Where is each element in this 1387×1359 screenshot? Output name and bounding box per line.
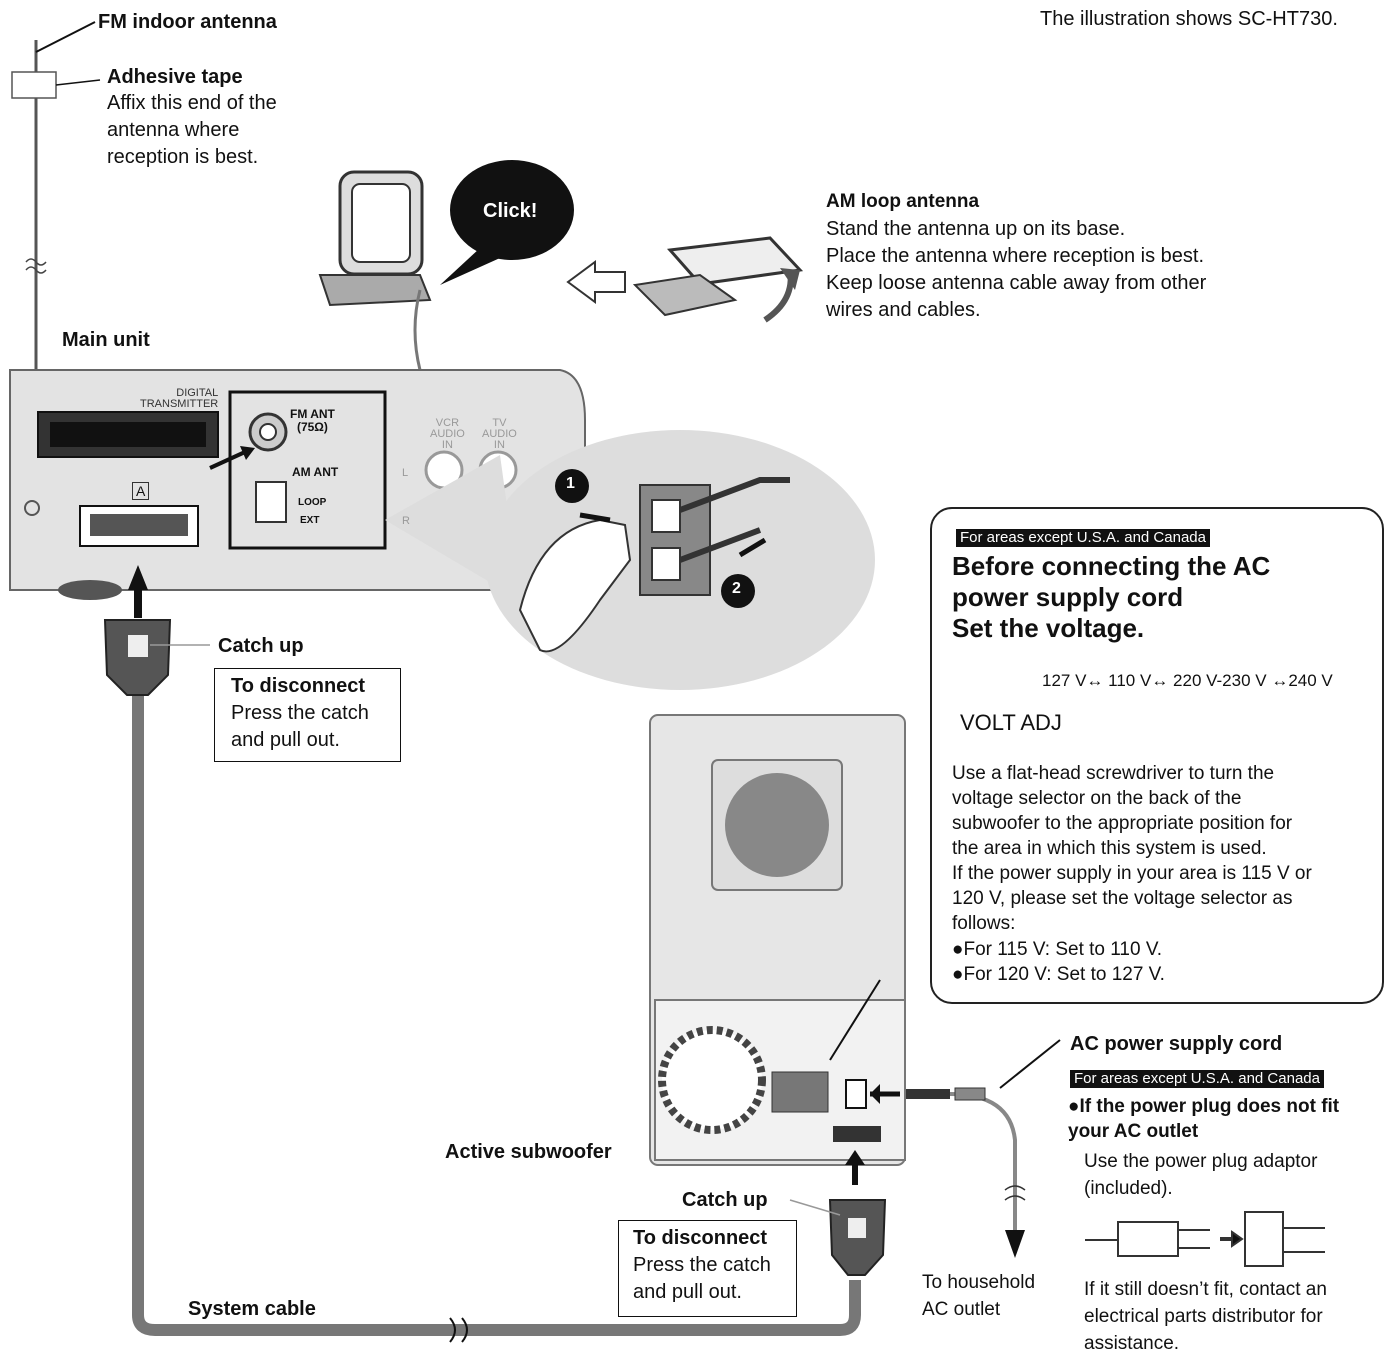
terminal-a-label: A	[132, 482, 150, 500]
voltage-area-tag: For areas except U.S.A. and Canada	[956, 529, 1210, 547]
system-cable-label: System cable	[188, 1298, 316, 1320]
ac-cord-title: AC power supply cord	[1070, 1033, 1283, 1055]
voltage-heading: Before connecting the AC power supply co…	[952, 551, 1271, 643]
disconnect-text-bottom: Press the catch and pull out.	[633, 1254, 771, 1303]
disconnect-text-top: Press the catch and pull out.	[231, 702, 369, 751]
adhesive-tape-desc: Affix this end of the antenna where rece…	[107, 92, 277, 168]
tv-audio-in-label: TV AUDIO IN	[482, 417, 517, 451]
click-bubble	[440, 160, 574, 285]
ac-bullet-text: Use the power plug adaptor (included).	[1084, 1151, 1318, 1199]
system-plug-bottom	[789, 1199, 887, 1276]
digital-transmitter-label: DIGITAL TRANSMITTER	[140, 387, 219, 410]
disconnect-box-top: To disconnect Press the catch and pull o…	[214, 668, 401, 762]
subwoofer-label: Active subwoofer	[445, 1141, 612, 1163]
am-antenna-title: AM loop antenna	[826, 191, 980, 212]
am-antenna-desc: Stand the antenna up on its base. Place …	[826, 218, 1207, 321]
disconnect-title-top: To disconnect	[231, 675, 366, 697]
fm-ant-label: FM ANT (75Ω)	[290, 407, 335, 434]
voltage-setting-panel: For areas except U.S.A. and Canada Befor…	[930, 507, 1384, 1004]
voltage-bullet-1: ●For 115 V: Set to 110 V.	[952, 939, 1163, 960]
step-2-badge: 2	[732, 580, 741, 597]
voltage-scale: 127 V↔ 110 V↔ 220 V-230 V ↔240 V	[1042, 671, 1333, 690]
voltage-bullet-2: ●For 120 V: Set to 127 V.	[952, 964, 1165, 985]
am-antenna-folded	[632, 236, 804, 323]
outlet-label: To household AC outlet	[922, 1272, 1036, 1320]
l-label: L	[402, 467, 409, 479]
am-loop-antenna	[318, 170, 432, 522]
ac-cord	[949, 1039, 1061, 1258]
system-cable	[132, 690, 861, 1336]
volt-adj-label: VOLT ADJ	[960, 710, 1062, 735]
ext-label: EXT	[300, 515, 320, 526]
system-plug-top	[103, 565, 210, 696]
click-label: Click!	[483, 200, 538, 222]
step-1-badge: 1	[566, 475, 575, 492]
subwoofer	[649, 714, 950, 1185]
voltage-body-text: Use a flat-head screwdriver to turn the …	[952, 763, 1312, 934]
adhesive-tape-title: Adhesive tape	[107, 66, 243, 88]
main-unit-label: Main unit	[62, 329, 150, 351]
catch-up-label-bottom: Catch up	[682, 1189, 768, 1211]
fm-antenna-title: FM indoor antenna	[98, 11, 277, 33]
plug-adaptor-illustration	[1085, 1211, 1325, 1267]
zoom-detail	[385, 430, 875, 690]
vcr-audio-in-label: VCR AUDIO IN	[430, 417, 465, 451]
disconnect-title-bottom: To disconnect	[633, 1227, 768, 1249]
r-label: R	[402, 515, 410, 527]
ac-bullet-title: ●If the power plug does not fit your AC …	[1068, 1096, 1340, 1142]
hollow-arrow-icon	[566, 260, 626, 304]
disconnect-box-bottom: To disconnect Press the catch and pull o…	[618, 1220, 797, 1317]
model-note: The illustration shows SC-HT730.	[1040, 8, 1338, 30]
loop-label: LOOP	[298, 497, 327, 508]
catch-up-label-top: Catch up	[218, 635, 304, 657]
ac-footer-text: If it still doesn’t fit, contact an elec…	[1084, 1279, 1327, 1354]
am-ant-label: AM ANT	[292, 465, 339, 479]
ac-area-tag: For areas except U.S.A. and Canada	[1070, 1070, 1324, 1088]
